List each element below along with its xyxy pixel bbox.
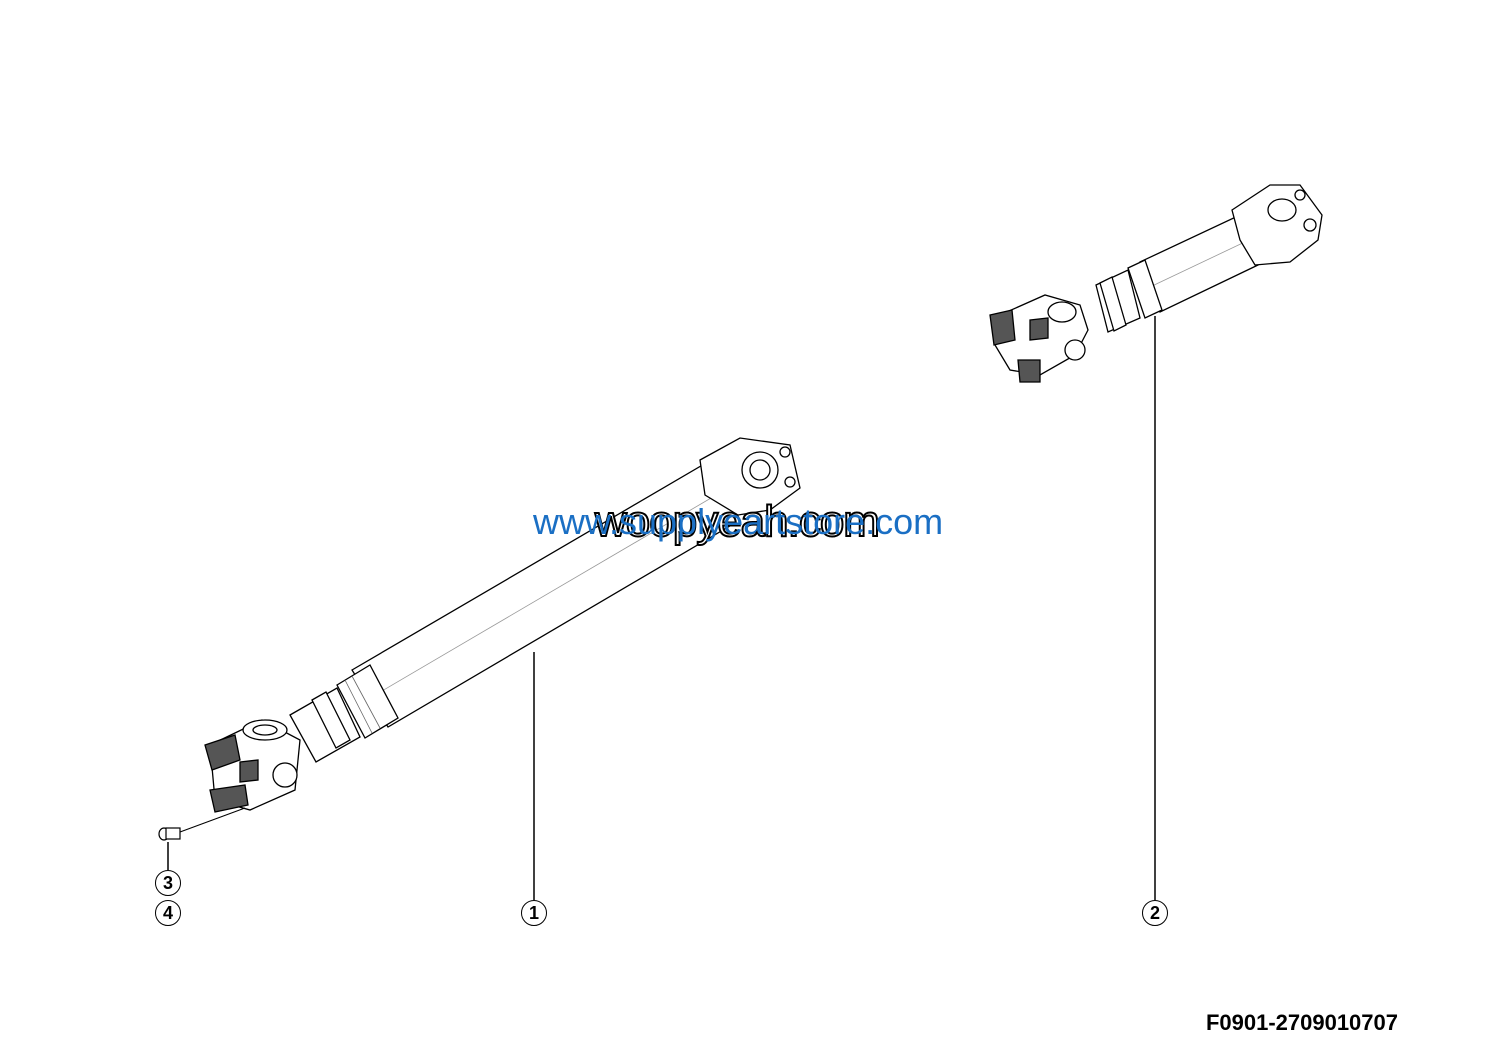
- callout-3: 3: [155, 870, 181, 896]
- callout-2: 2: [1142, 900, 1168, 926]
- watermark-outlined: woopyeah.com: [594, 496, 881, 547]
- callout-1: 1: [521, 900, 547, 926]
- leader-lines: [167, 316, 1156, 900]
- propeller-shaft-1: [204, 437, 801, 813]
- callout-4: 4: [155, 900, 181, 926]
- watermark-blue: www.supplyeartstore.com: [533, 501, 944, 542]
- figure-id: F0901-2709010707: [1205, 1010, 1398, 1035]
- propeller-shaft-2: [989, 184, 1323, 383]
- grease-nipple: [158, 807, 246, 841]
